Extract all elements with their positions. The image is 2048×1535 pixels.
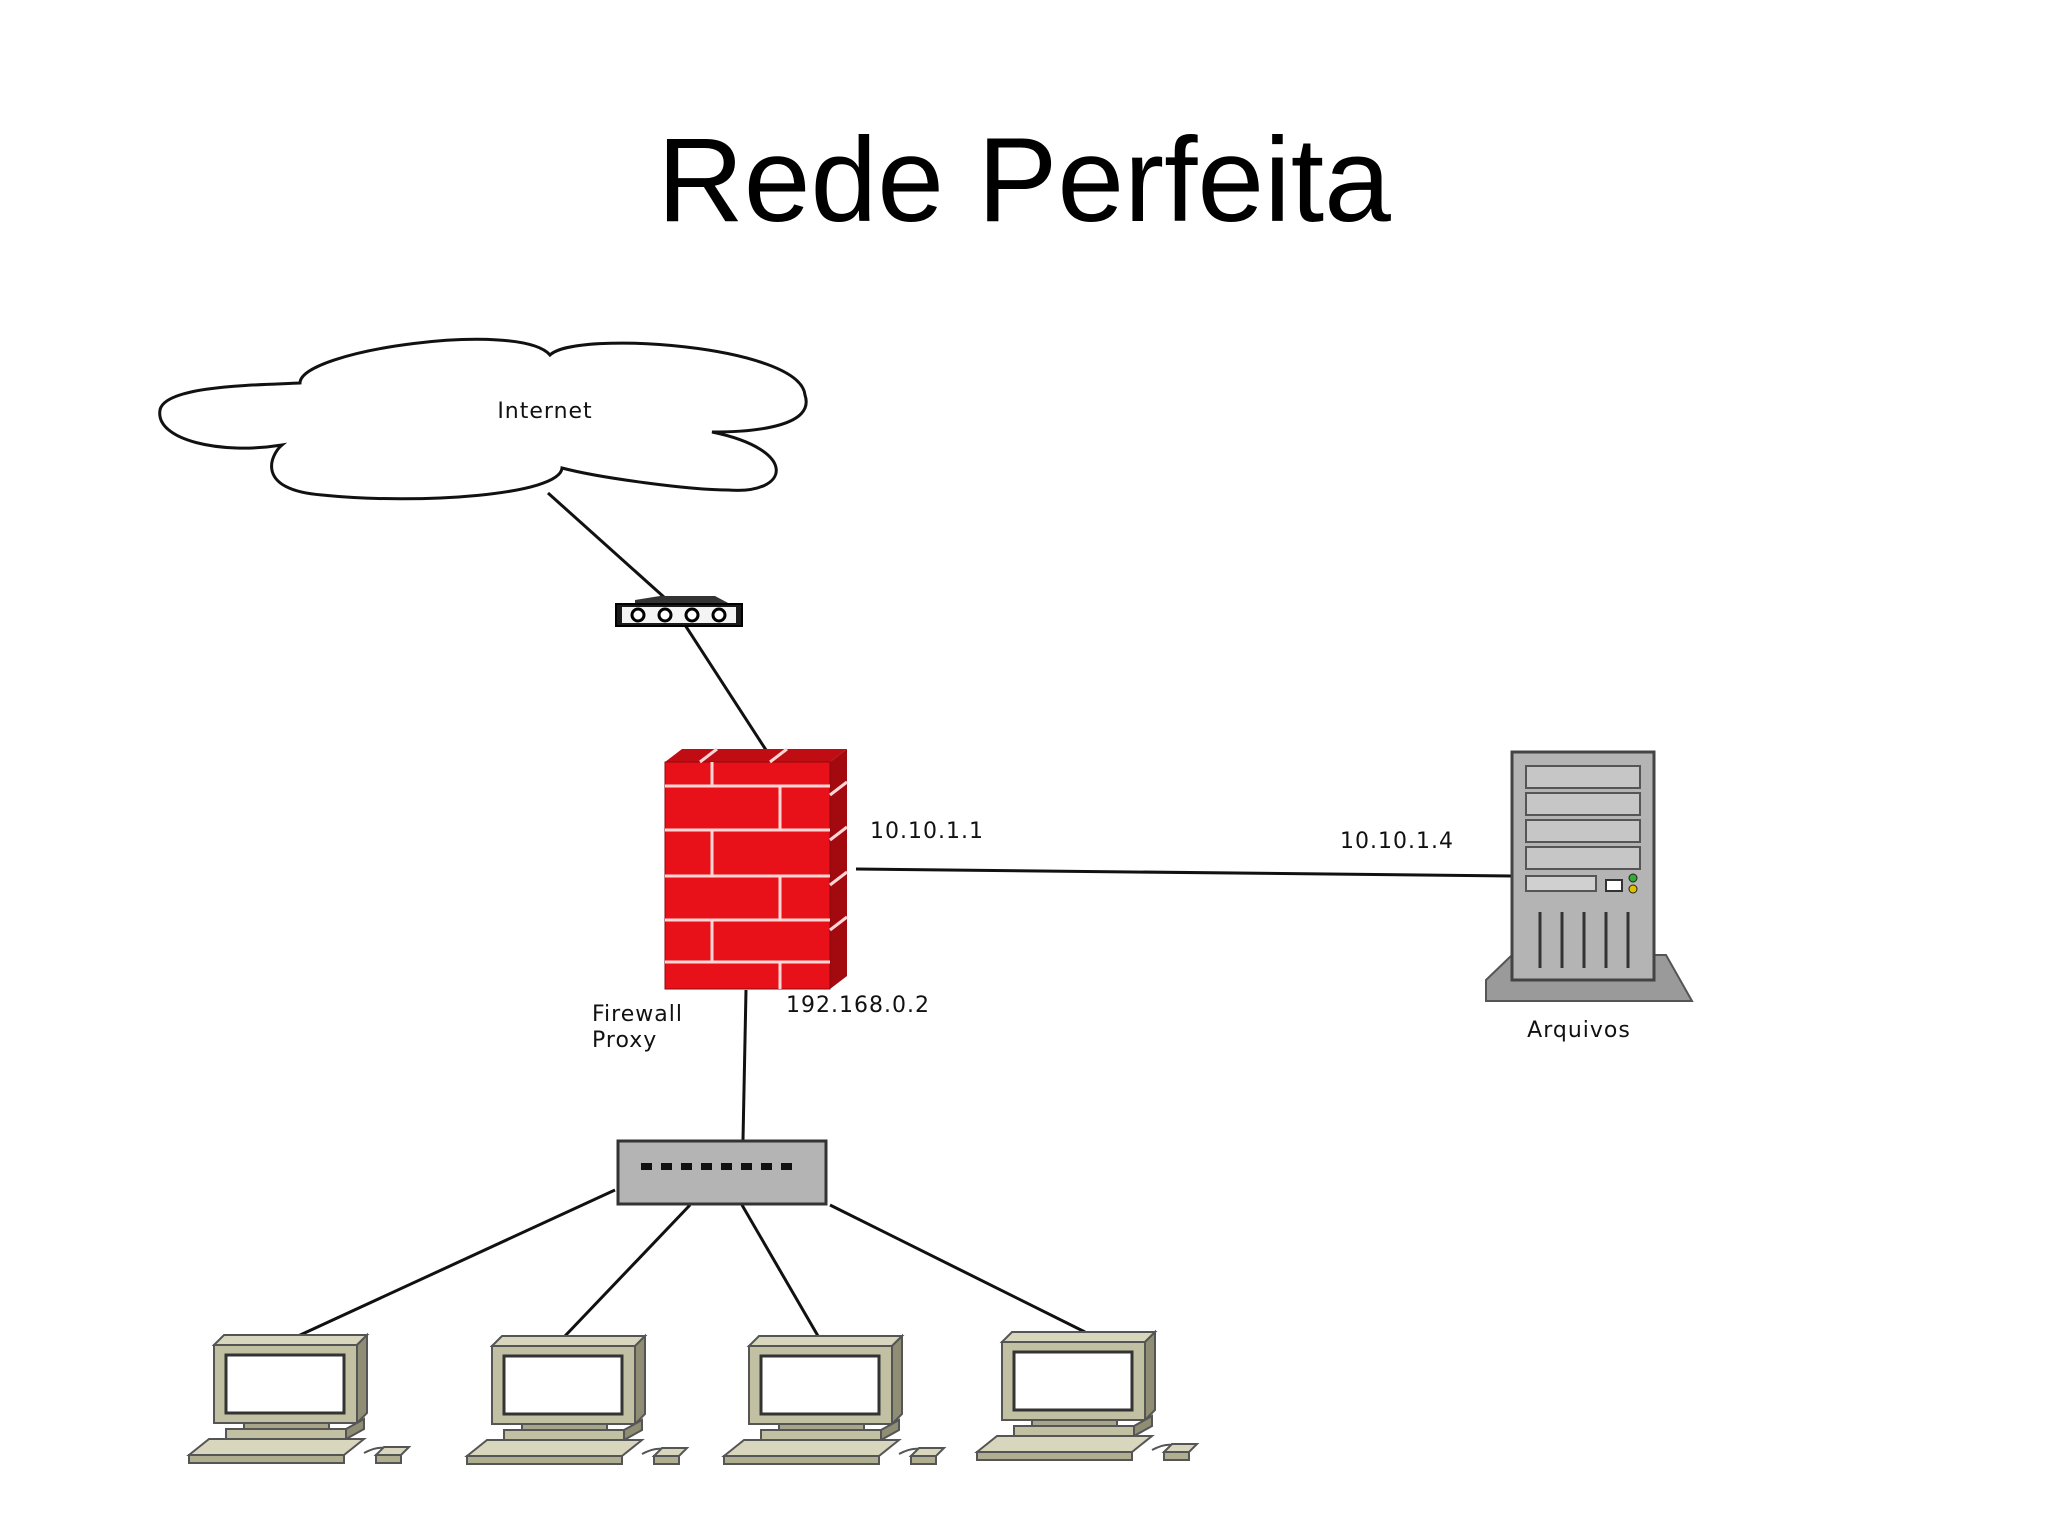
- slide-title: Rede Perfeita: [657, 113, 1391, 247]
- firewall-label-line2: Proxy: [592, 1028, 657, 1053]
- ip-firewall-server-side: 10.10.1.1: [870, 819, 984, 844]
- workstation-icon: [187, 1333, 411, 1465]
- link-switch-pc3: [740, 1204, 820, 1337]
- firewall-label-line1: Firewall: [592, 1002, 683, 1027]
- workstation-4: [975, 1330, 1199, 1462]
- link-internet-modem: [546, 491, 667, 600]
- firewall-icon: [664, 747, 848, 990]
- modem-icon: [615, 596, 743, 627]
- internet-label: Internet: [497, 399, 592, 424]
- switch-node: [616, 1139, 828, 1206]
- file-server-label: Arquivos: [1527, 1018, 1631, 1043]
- ip-file-server: 10.10.1.4: [1340, 829, 1454, 854]
- internet-node: Internet: [158, 337, 808, 501]
- link-switch-pc4: [829, 1203, 1086, 1334]
- workstation-icon: [722, 1334, 946, 1466]
- link-switch-pc2: [563, 1203, 692, 1338]
- switch-icon: [616, 1139, 828, 1206]
- workstation-2: [465, 1334, 689, 1466]
- link-modem-firewall: [683, 624, 768, 751]
- ip-firewall-switch-side: 192.168.0.2: [786, 993, 930, 1018]
- connection-lines: [297, 491, 1513, 1338]
- modem-node: [615, 596, 743, 627]
- server-tower-icon: [1485, 750, 1694, 1002]
- file-server-node: Arquivos: [1485, 750, 1694, 1043]
- link-switch-pc1: [297, 1188, 616, 1338]
- link-firewall-switch: [741, 989, 748, 1141]
- workstation-1: [187, 1333, 411, 1465]
- workstation-3: [722, 1334, 946, 1466]
- link-firewall-server: [855, 867, 1513, 878]
- firewall-node: Firewall Proxy: [592, 747, 848, 1053]
- workstation-icon: [975, 1330, 1199, 1462]
- workstation-icon: [465, 1334, 689, 1466]
- cloud-icon: [158, 337, 808, 501]
